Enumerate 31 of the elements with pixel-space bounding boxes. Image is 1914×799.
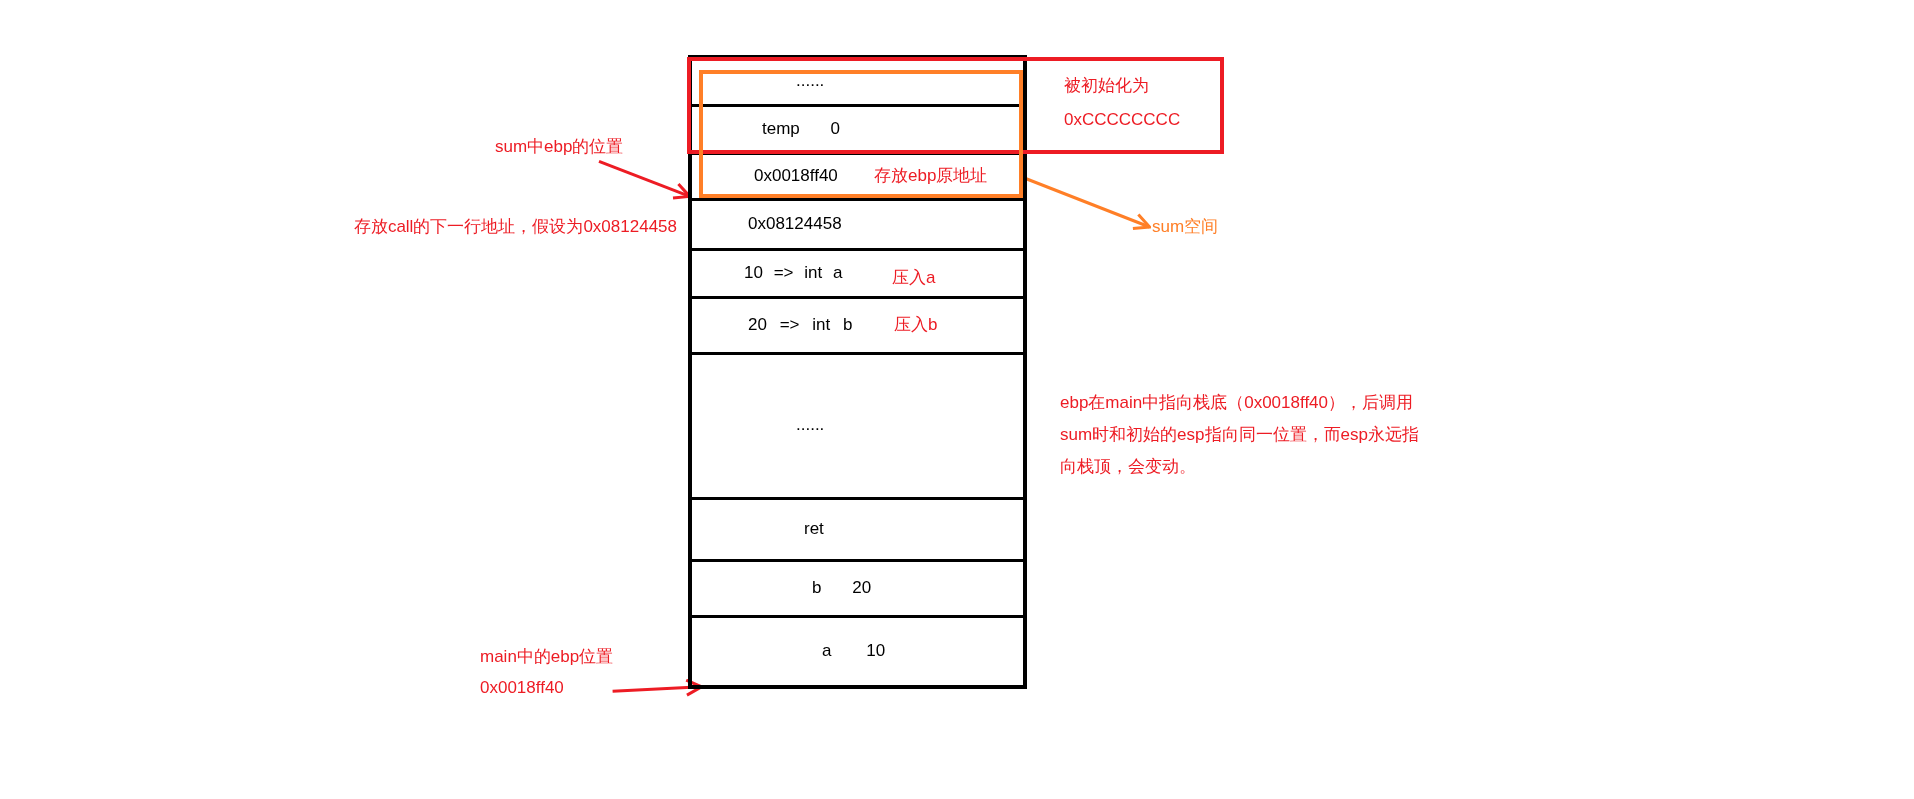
slot-value: ...... <box>796 69 825 92</box>
slot-value: 0x08124458 <box>748 212 842 235</box>
slot-value: a 10 <box>822 639 886 662</box>
slot-note: 压入b <box>894 313 938 336</box>
slot-value: ...... <box>796 414 825 437</box>
slot-value: b 20 <box>812 576 872 599</box>
stack-slot <box>688 107 1027 155</box>
stack-slot <box>688 201 1027 251</box>
stack-slot <box>688 155 1027 201</box>
stack-slot <box>688 355 1027 500</box>
stack-slot <box>688 251 1027 299</box>
slot-value: 0x0018ff40 <box>754 164 838 187</box>
note-text: ebp在main中指向栈底（0x0018ff40），后调用sum时和初始的esp指向同一位置，而esp永远指向栈顶，会变动。 <box>1060 392 1420 478</box>
slot-note: 压入a <box>892 266 936 289</box>
annotation-text: sum空间 <box>1152 216 1219 239</box>
annotation-text: 0xCCCCCCCC <box>1064 108 1181 131</box>
slot-value: temp 0 <box>762 117 840 140</box>
stack-slot <box>688 562 1027 618</box>
annotation-text: 被初始化为 <box>1064 75 1150 97</box>
annotation-text: 0x0018ff40 <box>480 677 564 699</box>
slot-value: 10 => int a <box>744 261 843 284</box>
slot-value: 20 => int b <box>748 313 853 336</box>
stack-slot <box>688 500 1027 562</box>
stack-slot <box>688 618 1027 689</box>
annotation-text: sum中ebp的位置 <box>495 136 624 159</box>
slot-value: ret <box>804 517 824 540</box>
annotation-text: main中的ebp位置 <box>480 645 614 668</box>
stack-slot <box>688 299 1027 355</box>
highlight-box <box>687 57 1224 154</box>
annotation-text: 存放call的下一行地址，假设为0x08124458 <box>353 216 677 238</box>
slot-note: 存放ebp原地址 <box>874 164 988 187</box>
